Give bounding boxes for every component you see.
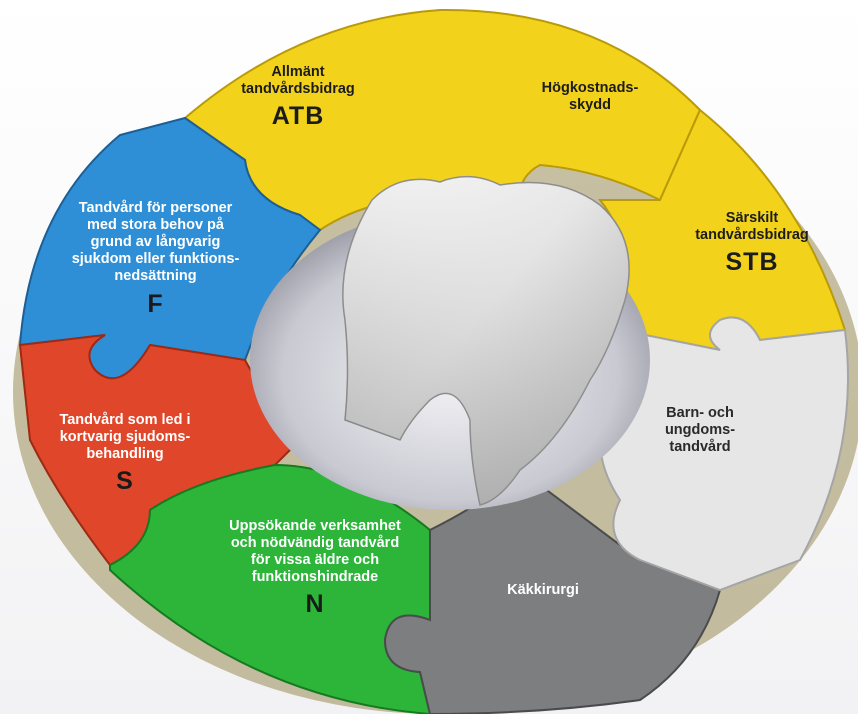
label-atb: Allmänt tandvårdsbidrag ATB xyxy=(228,64,368,132)
label-hogkostnad-text: Högkostnads- skydd xyxy=(541,80,639,114)
label-s: Tandvård som led i kortvarig sjudoms- be… xyxy=(20,412,230,497)
piece-atb-hogkostnad[interactable] xyxy=(183,8,702,232)
label-atb-abbr: ATB xyxy=(271,102,325,131)
label-s-abbr: S xyxy=(116,467,134,496)
label-barn: Barn- och ungdoms- tandvård xyxy=(640,405,760,456)
label-kakkirurgi: Käkkirurgi xyxy=(488,582,598,599)
tooth-icon xyxy=(342,176,630,506)
label-f: Tandvård för personer med stora behov på… xyxy=(48,200,263,319)
label-stb-text: Särskilt tandvårdsbidrag xyxy=(695,210,809,244)
label-f-abbr: F xyxy=(147,289,164,318)
label-f-text: Tandvård för personer med stora behov på… xyxy=(71,200,240,285)
label-kakkirurgi-text: Käkkirurgi xyxy=(507,582,579,598)
label-atb-text: Allmänt tandvårdsbidrag xyxy=(241,64,355,98)
label-n: Uppsökande verksamhet och nödvändig tand… xyxy=(195,518,435,620)
label-hogkostnad: Högkostnads- skydd xyxy=(520,80,660,114)
label-barn-text: Barn- och ungdoms- tandvård xyxy=(664,405,736,456)
label-n-abbr: N xyxy=(305,590,325,619)
label-s-text: Tandvård som led i kortvarig sjudoms- be… xyxy=(59,412,191,463)
label-n-text: Uppsökande verksamhet och nödvändig tand… xyxy=(229,518,401,586)
label-stb-abbr: STB xyxy=(725,248,779,277)
label-stb: Särskilt tandvårdsbidrag STB xyxy=(672,210,832,278)
